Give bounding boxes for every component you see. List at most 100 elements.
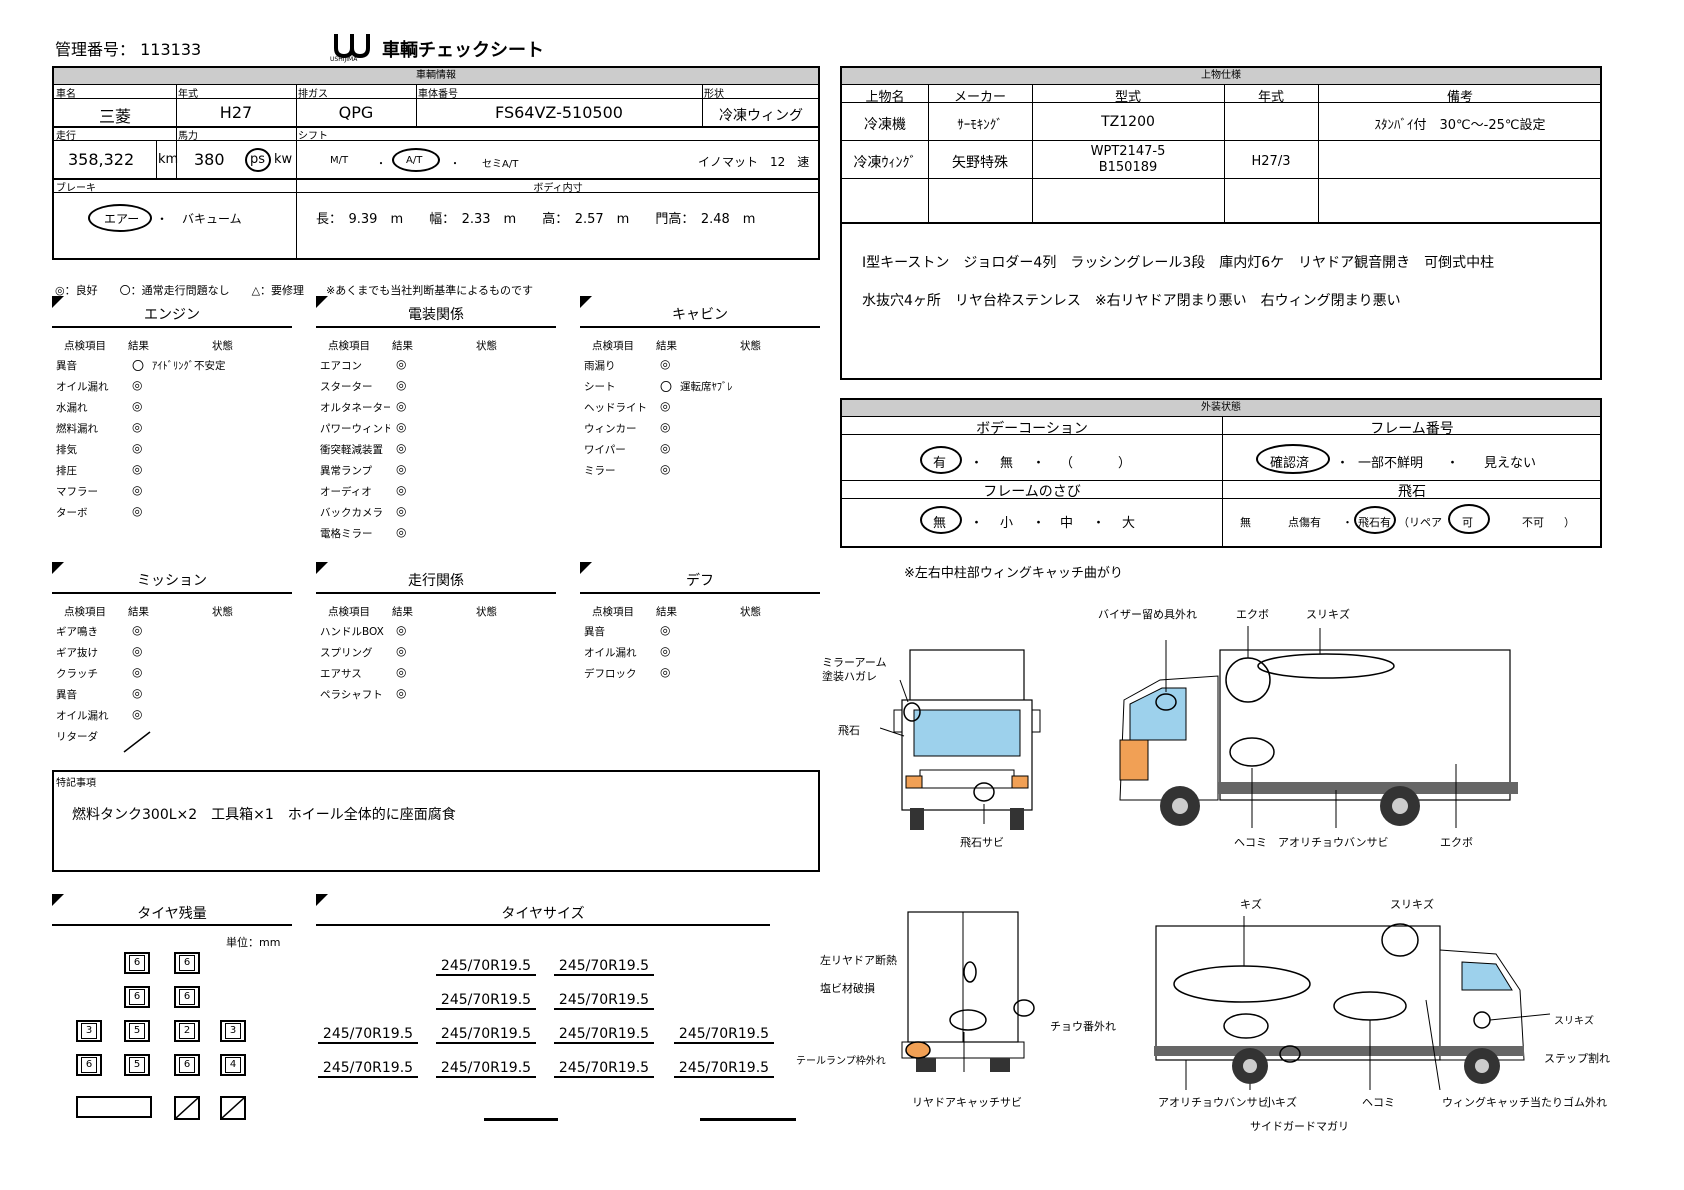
label-body: ボディ内寸 [533,183,583,194]
section-marker-icon [580,296,592,308]
row-item: エアコン [320,360,362,372]
section-title: 走行関係 [408,573,464,589]
legend: ◎：良好 〇：通常走行問題なし △：要修理 ※あくまでも当社判断基準によるもので… [55,284,533,297]
remarks-text: 燃料タンク300L×2 工具箱×1 ホイール全体的に座面腐食 [72,807,456,823]
section-header [580,574,820,594]
tyre-remaining-unit: 単位：mm [226,936,281,949]
row-result: ◎ [396,378,407,392]
tyre-remaining-value: 6 [179,955,195,971]
section-title: キャビン [672,307,728,323]
truck-right-side-diagram [1154,916,1551,1090]
tyre-remaining-cell: 2 [174,1020,200,1042]
tyre-size-title: タイヤサイズ [501,906,585,922]
label-dent3: エクボ [1440,836,1473,849]
frame-rust-none-circle [920,506,962,534]
col-status: 状態 [740,606,761,618]
spare-tyre-box [76,1096,152,1118]
stone-scratch: 点傷有 [1288,516,1321,529]
management-number-label: 管理番号： 113133 [55,36,201,60]
remarks-box: 特記事項 燃料タンク300L×2 工具箱×1 ホイール全体的に座面腐食 [52,770,820,872]
col-status: 状態 [212,606,233,618]
value-name: 三菱 [98,107,131,126]
upper-header-item: 上物名 [865,90,905,105]
row-item: マフラー [56,486,98,498]
row-result: ◎ [396,686,407,700]
row-result: ◎ [396,357,407,371]
vehicle-info-box: 車輌情報 車名 年式 排ガス 車体番号 形状 三菱 H27 QPG FS64VZ… [52,66,820,260]
tyre-size-cell: 245/70R19.5 [674,1026,774,1044]
label-stone-rust: 飛石サビ [960,836,1004,849]
tyre-remaining-value: 6 [179,1057,195,1073]
tyre-size-cell: 245/70R19.5 [554,1026,654,1044]
truck-left-side-diagram [1119,626,1518,828]
label-small-scratch: 小キズ [1264,1096,1297,1109]
at-circle [392,148,440,172]
label-name: 車名 [56,89,76,100]
row-item: オイル漏れ [56,381,109,393]
tyre-remaining-value: 5 [129,1023,145,1039]
col-item: 点検項目 [64,606,106,618]
upper-row2-model: WPT2147-5 [1090,144,1166,159]
row-item: エアサス [320,668,362,680]
section-header [52,574,292,594]
row-item: 異音 [56,689,77,701]
row-result: ◎ [132,441,143,455]
row-item: 電格ミラー [320,528,373,540]
frame-no-dot: ・ [1336,456,1350,471]
value-power: 380 [194,150,225,169]
tyre-size-cell: 245/70R19.5 [436,1060,536,1078]
vehicle-info-title: 車輌情報 [54,68,818,85]
label-scratch1: スリキズ [1306,608,1350,621]
label-rear-catch: リヤドアキャッチサビ [912,1096,1022,1109]
body-coat-dot: ・ [970,456,984,471]
frame-rust-dot: ・ [1092,516,1106,531]
ps-circle [245,148,271,172]
exterior-title: 外装状態 [842,400,1600,417]
upper-header-maker: メーカー [953,90,1006,105]
section-marker-icon [52,562,64,574]
upper-row2-item: 冷凍ｳｨﾝｸﾞ [853,155,917,171]
row-item: 異常ランプ [320,465,373,477]
logo-icon [334,34,370,59]
shift-speeds: イノマット 12 速 [698,155,810,169]
row-item: スプリング [320,647,373,659]
empty-tyre-box [220,1096,246,1120]
tyre-size-cell: 245/70R19.5 [554,958,654,976]
col-status: 状態 [476,606,497,618]
label-rear-door2: 塩ビ材破損 [820,982,875,995]
row-result: ◎ [132,378,143,392]
row-result: ◎ [396,441,407,455]
body-dims: 長： 9.39 m 幅： 2.33 m 高： 2.57 m 門高： 2.48 m [316,212,756,227]
frame-rust-dot: ・ [970,516,984,531]
row-result: ◎ [132,399,143,413]
section-title: ミッション [137,573,207,589]
section-marker-icon [580,562,592,574]
tyre-remaining-cell: 5 [124,1020,150,1042]
row-item: 衝突軽減装置 [320,444,383,456]
row-item: オルタネーター [320,402,390,414]
company-logo: USHIJIMA [330,32,374,63]
section-header [52,308,292,328]
row-item: ヘッドライト [584,402,647,414]
row-result: ◎ [660,399,671,413]
row-result: ◎ [132,665,143,679]
label-shift: シフト [298,131,328,142]
row-item: ターボ [56,507,88,519]
damage-note: ※左右中柱部ウィングキャッチ曲がり [904,566,1123,581]
row-item: ギア鳴き [56,626,98,638]
upper-header-year: 年式 [1257,90,1284,105]
shift-dot: ・ [450,159,460,170]
strike-icon [176,1098,198,1118]
brake-air: エアー [104,212,140,226]
row-item: ハンドルBOX [320,626,384,638]
stone-dot: ・ [1342,516,1353,529]
col-result: 結果 [656,606,677,618]
tyre-remaining-cell: 3 [220,1020,246,1042]
air-brake-circle [88,204,152,232]
row-result: ◎ [396,623,407,637]
frame-rust-none: 無 [933,516,947,531]
row-item: 排圧 [56,465,77,477]
label-side-guard: サイドガードマガリ [1250,1120,1349,1133]
id-value: 113133 [140,40,202,59]
label-brake: ブレーキ [56,183,96,194]
